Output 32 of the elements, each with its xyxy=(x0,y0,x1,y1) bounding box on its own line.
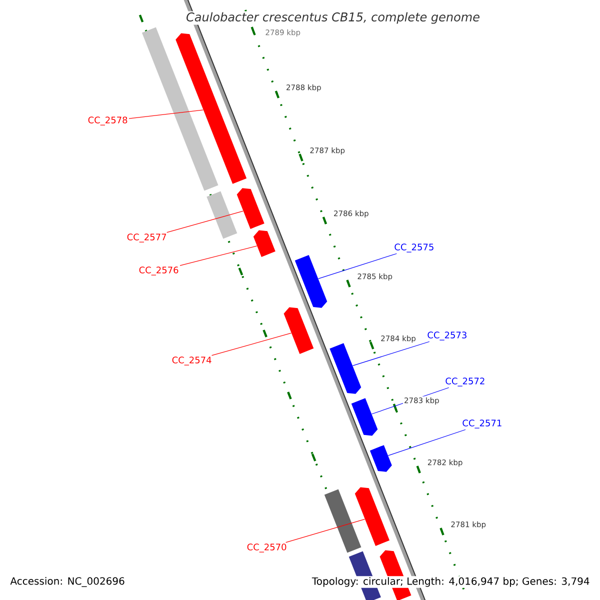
gene-segment xyxy=(284,307,314,354)
leader-line xyxy=(318,253,397,279)
gene-segment xyxy=(294,255,328,308)
topology-text: Topology: circular; Length: 4,016,947 bp; Genes: 3,794 xyxy=(310,576,591,588)
gene-segment xyxy=(206,191,238,239)
gene-segment xyxy=(330,343,362,394)
gene-label: CC_2572 xyxy=(446,378,484,386)
gene-segment xyxy=(370,445,392,472)
gene-label: CC_2575 xyxy=(394,244,434,252)
gene-label: CC_2577 xyxy=(127,234,166,242)
title: Caulobacter crescentus CB15, complete genome xyxy=(185,11,481,25)
leader-line xyxy=(180,246,258,266)
gene-label: CC_2571 xyxy=(462,420,502,428)
leader-line xyxy=(166,210,244,233)
leader-line xyxy=(128,110,204,119)
gene-label: CC_2578 xyxy=(88,116,128,126)
leader-line xyxy=(211,332,292,356)
gene-segment xyxy=(236,188,264,229)
gene-segment xyxy=(324,489,362,553)
gene-segment xyxy=(351,398,378,436)
gene-segment xyxy=(142,27,218,191)
gene-segment xyxy=(253,230,276,257)
gene-label: CC_2576 xyxy=(139,266,178,276)
gene-label: CC_2574 xyxy=(172,356,212,366)
leader-line xyxy=(388,429,466,456)
leader-line xyxy=(286,518,366,543)
gene-label: CC_2570 xyxy=(247,544,286,552)
gene-segment xyxy=(176,33,247,184)
gene-segment xyxy=(354,487,390,546)
gene-label: CC_2573 xyxy=(428,332,466,340)
leader-line xyxy=(352,341,430,366)
accession-text: Accession: NC_002696 xyxy=(9,576,126,588)
